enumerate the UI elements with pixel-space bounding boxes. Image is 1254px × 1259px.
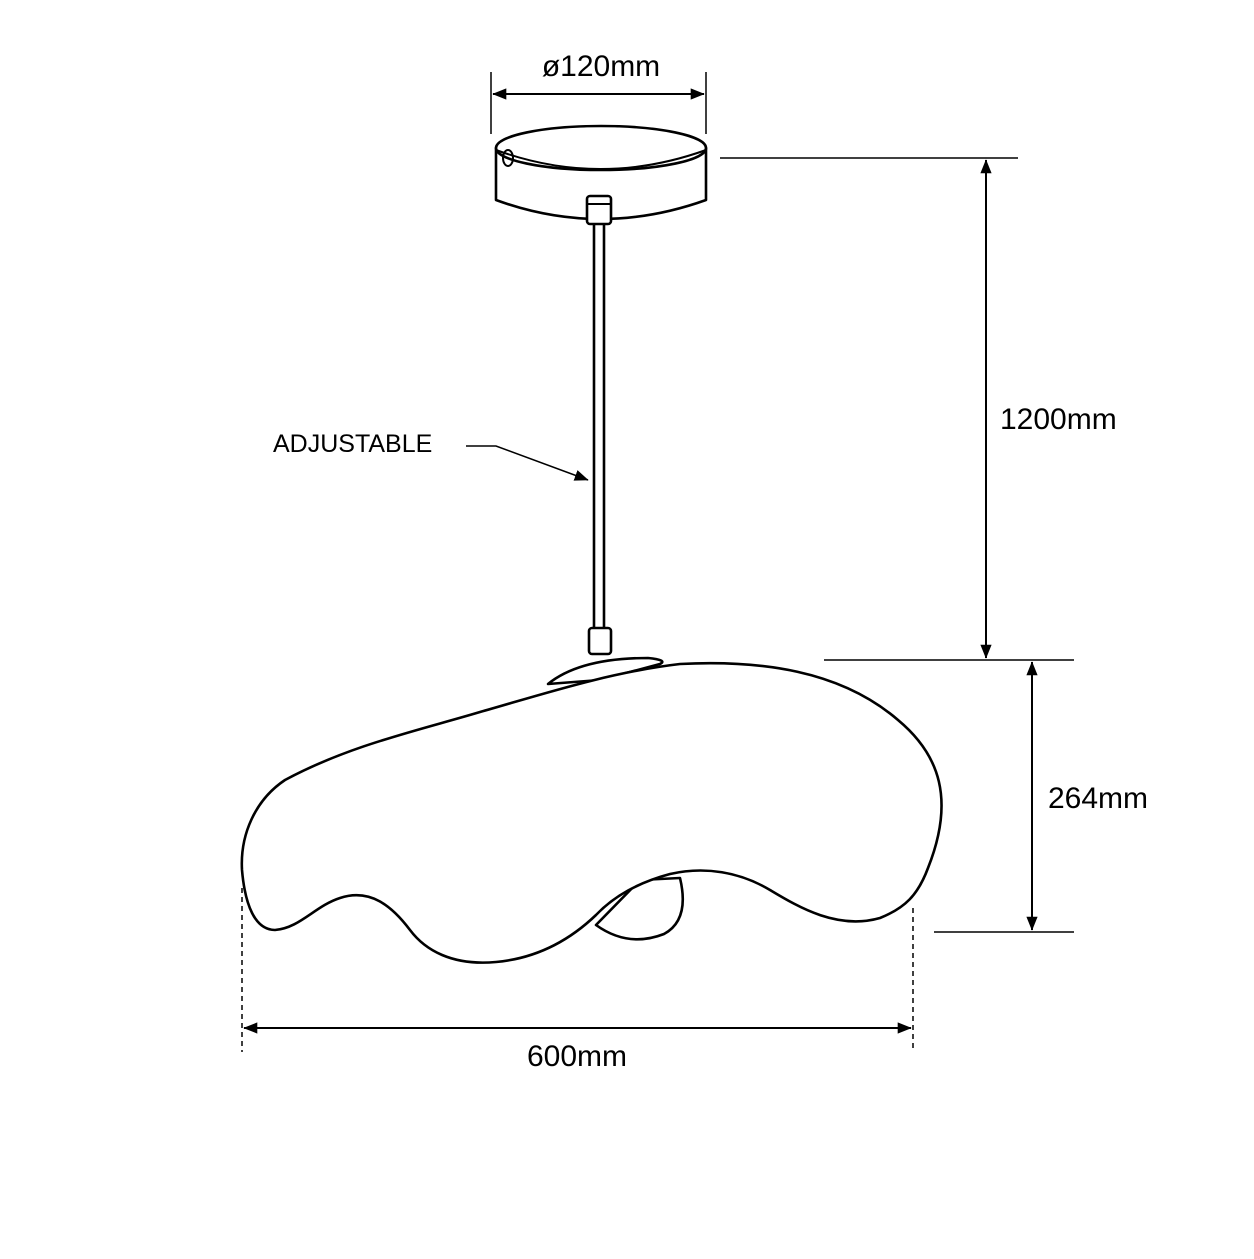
- shade-width-dimension: 600mm: [241, 888, 914, 1073]
- diameter-label: ø120mm: [542, 50, 660, 83]
- cable-length-label: 1200mm: [1000, 403, 1117, 436]
- cable-length-dimension: 1200mm: [720, 157, 1117, 661]
- shade-height-label: 264mm: [1048, 782, 1148, 815]
- shade-height-dimension: 264mm: [934, 661, 1148, 933]
- diameter-dimension: ø120mm: [490, 50, 707, 134]
- ceiling-canopy: [494, 124, 708, 221]
- suspension-cable: [585, 194, 613, 656]
- screw-hole-icon: [502, 149, 514, 167]
- adjustable-callout: ADJUSTABLE: [273, 430, 589, 481]
- lamp-shade: [240, 656, 943, 964]
- adjustable-label: ADJUSTABLE: [273, 430, 432, 458]
- shade-width-label: 600mm: [527, 1040, 627, 1073]
